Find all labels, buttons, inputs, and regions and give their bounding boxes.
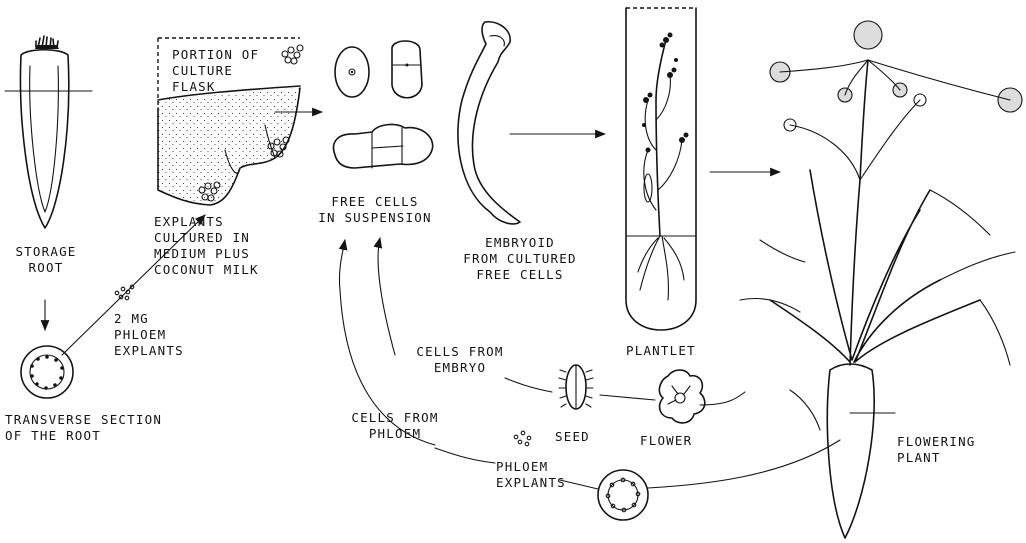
label-storage-root: STORAGE ROOT bbox=[0, 244, 92, 276]
label-2mg: 2 mg bbox=[114, 311, 149, 327]
label-free-cells: FREE CELLS IN SUSPENSION bbox=[300, 194, 450, 226]
label-phloem-explants-top: PHLOEM EXPLANTS bbox=[114, 327, 184, 359]
free-cells-drawing bbox=[334, 41, 433, 168]
label-plantlet: PLANTLET bbox=[626, 343, 696, 359]
bottom-explant-section-drawing bbox=[598, 470, 648, 520]
label-explants-cultured: EXPLANTS CULTURED IN MEDIUM PLUS COCONUT… bbox=[154, 214, 259, 278]
label-flowering-plant: FLOWERING PLANT bbox=[897, 434, 976, 466]
label-seed: SEED bbox=[555, 429, 590, 445]
flowering-plant-drawing bbox=[740, 21, 1022, 538]
seed-drawing bbox=[559, 365, 593, 409]
label-phloem-explants-bottom: PHLOEM EXPLANTS bbox=[496, 459, 566, 491]
label-portion-of-culture-flask: PORTION OF CULTURE FLASK bbox=[172, 47, 259, 95]
embryoid-drawing bbox=[458, 22, 520, 224]
storage-root-drawing bbox=[5, 36, 92, 228]
label-transverse-section: TRANSVERSE SECTION OF THE ROOT bbox=[5, 412, 162, 444]
plantlet-tube-drawing bbox=[626, 8, 696, 330]
flower-drawing bbox=[659, 370, 704, 423]
label-cells-from-embryo: CELLS FROM EMBRYO bbox=[400, 344, 520, 376]
label-embryoid: EMBRYOID FROM CULTURED FREE CELLS bbox=[450, 235, 590, 283]
transverse-section-drawing bbox=[21, 346, 73, 398]
bottom-phloem-dots bbox=[514, 431, 531, 446]
label-flower: FLOWER bbox=[640, 433, 692, 449]
label-cells-from-phloem: CELLS FROM PHLOEM bbox=[335, 410, 455, 442]
